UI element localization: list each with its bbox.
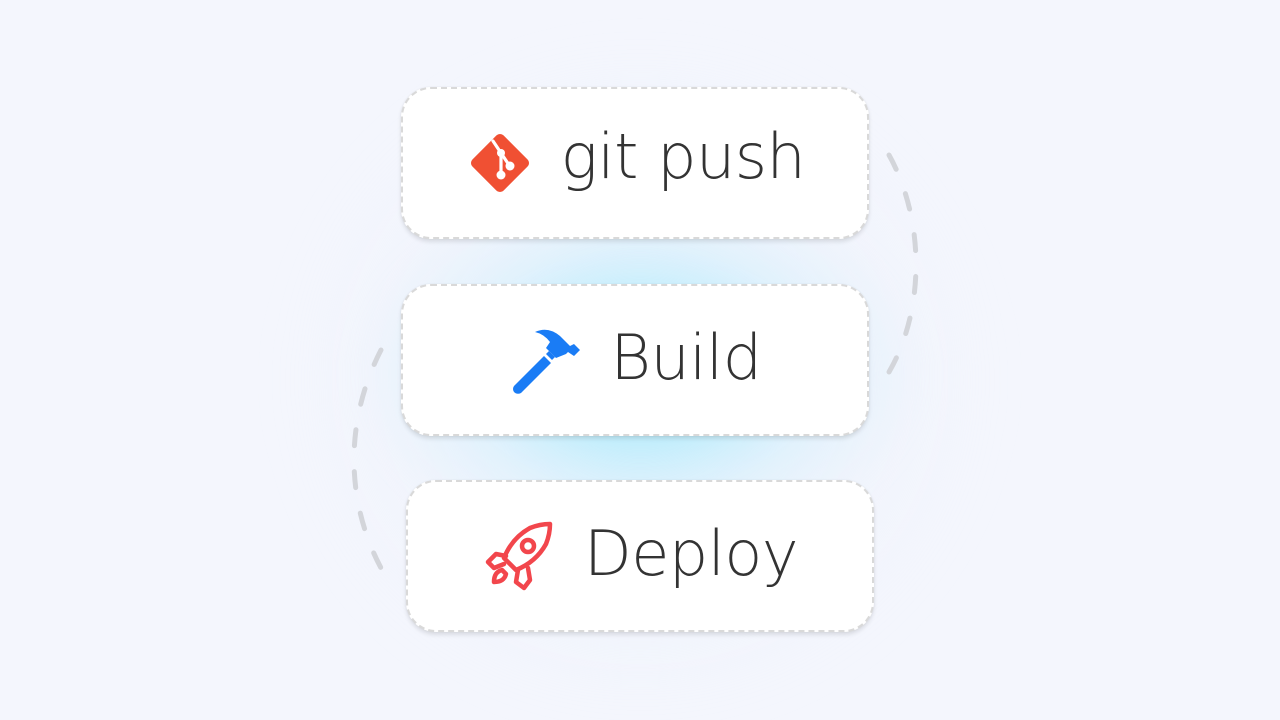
step-label: Build bbox=[610, 321, 762, 394]
git-logo-icon bbox=[465, 128, 535, 198]
connector-arc-left bbox=[351, 347, 384, 571]
step-label: Deploy bbox=[583, 517, 799, 590]
step-deploy[interactable]: Deploy bbox=[406, 480, 874, 632]
step-label: git push bbox=[560, 120, 806, 193]
hammer-icon bbox=[508, 324, 584, 396]
connector-arc-right bbox=[886, 152, 919, 375]
rocket-icon bbox=[482, 518, 558, 594]
step-git-push[interactable]: git push bbox=[401, 87, 869, 239]
step-build[interactable]: Build bbox=[401, 284, 869, 436]
